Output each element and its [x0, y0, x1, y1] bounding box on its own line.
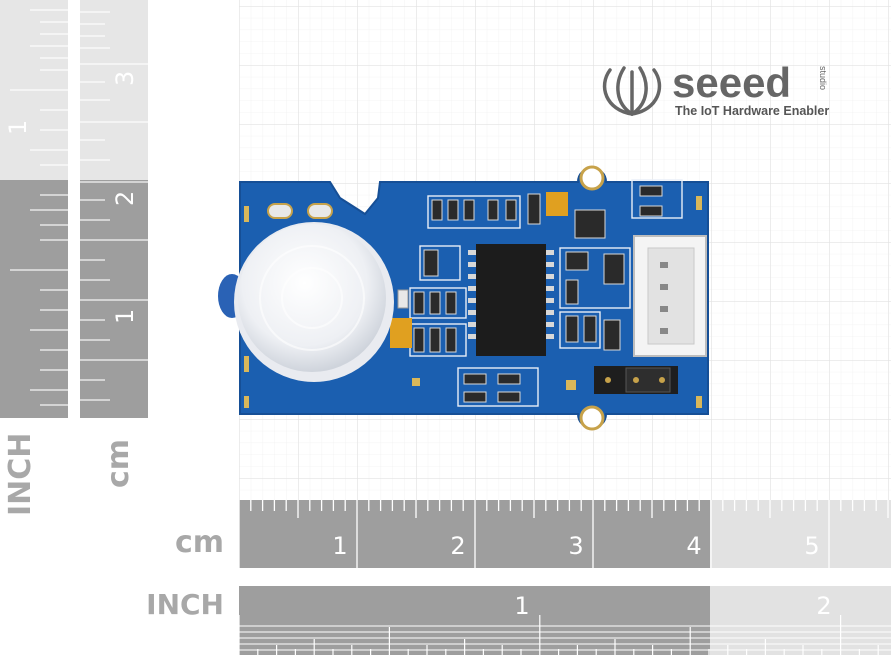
h-cm-number-2: 2 — [450, 532, 465, 560]
h-cm-number-4: 4 — [686, 532, 701, 560]
h-inch-number-1: 1 — [514, 592, 529, 620]
horizontal-cm-ruler: 1 2 3 4 5 — [238, 500, 891, 568]
mount-hole-top — [579, 165, 605, 191]
vertical-inch-ruler: 1 — [0, 0, 68, 418]
h-cm-number-1: 1 — [332, 532, 347, 560]
mount-hole-bottom — [579, 405, 605, 431]
horizontal-inch-ruler: 1 2 — [238, 586, 891, 655]
seeed-logo: seeed studio The IoT Hardware Enabler — [602, 59, 829, 118]
v-cm-number-2: 2 — [111, 191, 139, 206]
bisss0001-chip — [468, 244, 554, 356]
v-inch-number-1: 1 — [4, 120, 32, 135]
vertical-cm-ruler: 3 2 1 — [80, 0, 148, 418]
v-cm-label: cm — [101, 439, 136, 488]
pir-sensor-board — [218, 165, 709, 431]
h-inch-label: INCH — [146, 588, 224, 621]
v-inch-label: INCH — [3, 433, 38, 516]
pir-dome — [218, 222, 394, 382]
v-cm-number-3: 3 — [111, 71, 139, 86]
h-inch-number-2: 2 — [816, 592, 831, 620]
seeed-leaf-icon — [602, 66, 662, 116]
h-cm-number-5: 5 — [804, 532, 819, 560]
jumper-header — [594, 366, 678, 394]
brand-name: seeed — [672, 59, 791, 106]
h-cm-label: cm — [175, 525, 224, 560]
h-cm-number-3: 3 — [568, 532, 583, 560]
brand-tagline: The IoT Hardware Enabler — [675, 104, 829, 118]
grove-connector — [633, 235, 707, 357]
brand-sub: studio — [818, 66, 828, 90]
v-cm-number-1: 1 — [111, 309, 139, 324]
